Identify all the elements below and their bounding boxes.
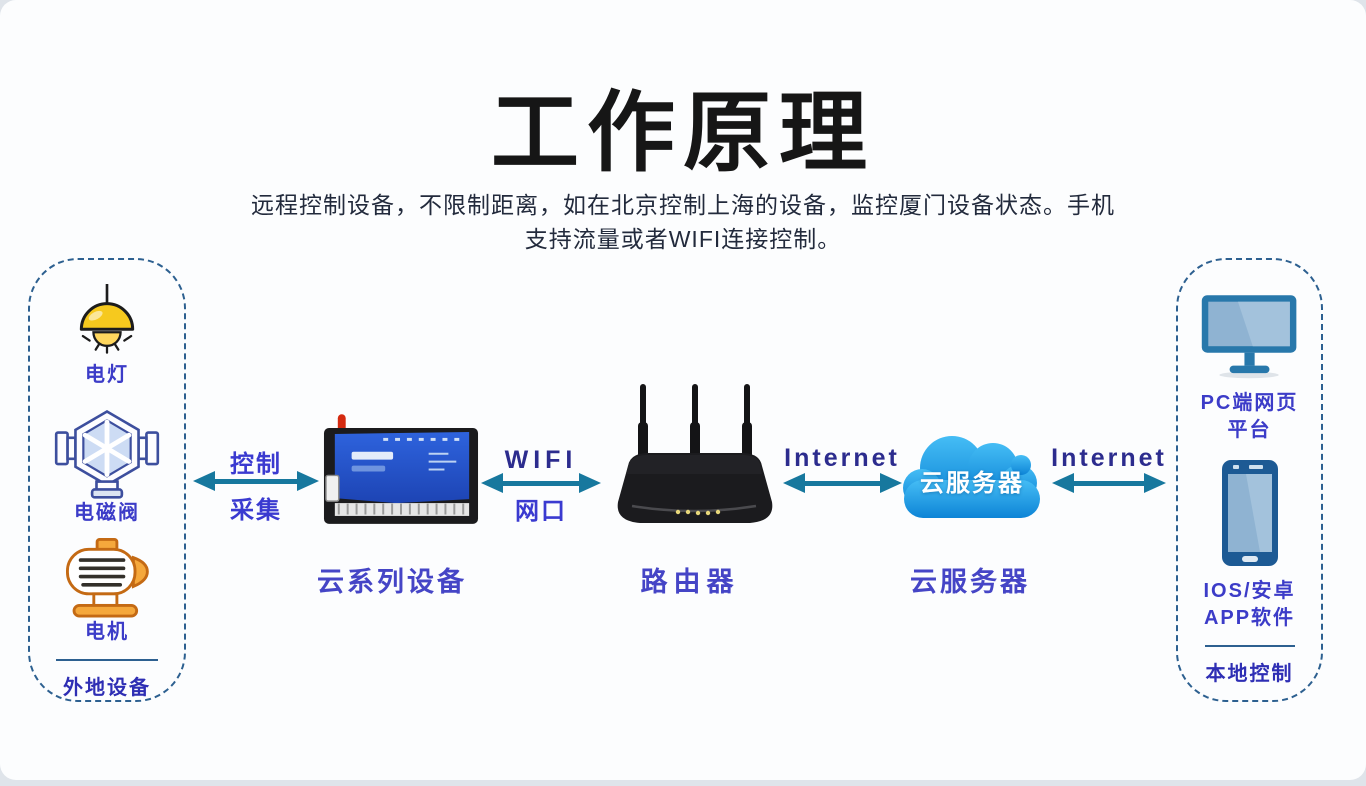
motor-icon (66, 537, 149, 618)
link1-top-label: 控制 (230, 451, 282, 478)
remote-devices-group: 电灯 电磁阀 (28, 258, 186, 702)
pc-label-line1: PC端网页 (1200, 392, 1299, 414)
bidirectional-arrow-wifi (481, 473, 601, 493)
device-label: 云系列设备 (317, 567, 467, 597)
left-group-caption: 外地设备 (63, 677, 151, 699)
right-group-caption: 本地控制 (1205, 663, 1294, 685)
iot-device-icon (323, 414, 479, 524)
monitor-icon (1201, 295, 1296, 379)
router-label: 路由器 (640, 567, 740, 597)
lamp-label: 电灯 (85, 364, 129, 387)
motor-label: 电机 (85, 621, 129, 643)
link2-top-label: WIFI (504, 446, 578, 474)
router-icon (617, 384, 773, 523)
valve-label: 电磁阀 (74, 501, 140, 524)
link3-label: Internet (784, 444, 900, 472)
page-title: 工作原理 (490, 83, 875, 182)
cloud-badge-text: 云服务器 (920, 470, 1024, 497)
page-subtitle: 远程控制设备，不限制距离，如在北京控制上海的设备，监控厦门设备状态。手机 支持流… (0, 188, 1366, 256)
bidirectional-arrow-internet-right (1052, 473, 1166, 493)
link1-bottom-label: 采集 (230, 497, 282, 524)
cloud-label: 云服务器 (910, 567, 1030, 597)
bidirectional-arrow-internet-left (783, 473, 902, 493)
app-label-line1: IOS/安卓 (1203, 580, 1296, 602)
local-control-group: PC端网页 平台 IOS/安卓 APP软件 本地控制 (1176, 258, 1323, 702)
bidirectional-arrow-control (193, 471, 319, 491)
subtitle-line-1: 远程控制设备，不限制距离，如在北京控制上海的设备，监控厦门设备状态。手机 (251, 192, 1115, 218)
cloud-icon (903, 436, 1040, 518)
smartphone-icon (1221, 460, 1278, 566)
lamp-icon (79, 284, 135, 354)
subtitle-line-2: 支持流量或者WIFI连接控制。 (524, 226, 842, 252)
left-group-divider (56, 659, 158, 661)
pc-label-line2: 平台 (1227, 419, 1272, 441)
valve-icon (54, 410, 160, 500)
app-label-line2: APP软件 (1203, 607, 1296, 629)
right-group-divider (1204, 645, 1295, 647)
link2-bottom-label: 网口 (515, 498, 567, 525)
link4-label: Internet (1051, 444, 1167, 472)
